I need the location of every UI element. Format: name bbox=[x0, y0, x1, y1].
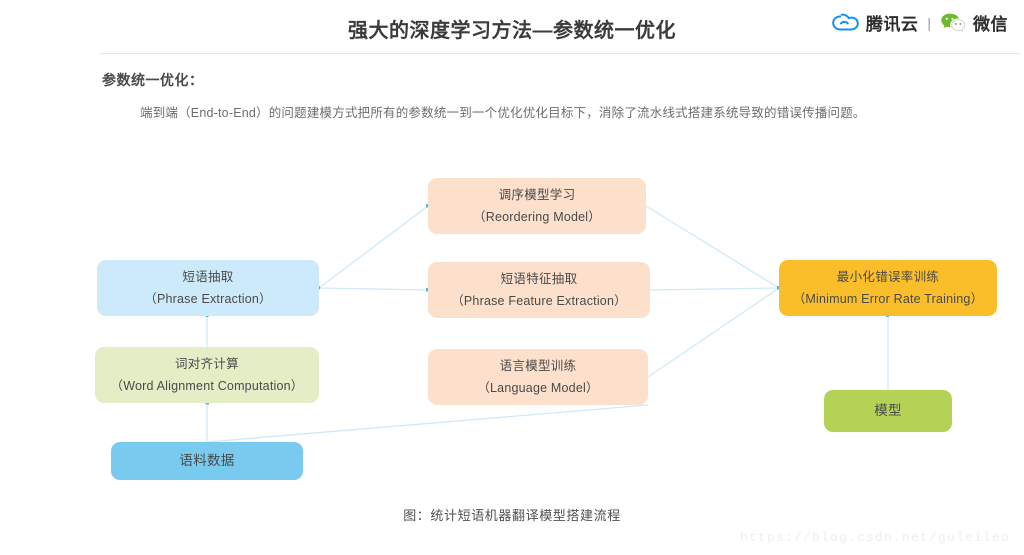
section-title: 参数统一优化： bbox=[102, 72, 204, 88]
node-label-en: （Reordering Model） bbox=[473, 210, 601, 224]
node-corpus-data[interactable]: 语料数据 bbox=[111, 442, 303, 480]
page-title: 强大的深度学习方法—参数统一优化 bbox=[348, 20, 676, 42]
header-divider bbox=[100, 53, 1020, 54]
node-label-cn: 模型 bbox=[874, 403, 902, 419]
node-reordering-model[interactable]: 调序模型学习 （Reordering Model） bbox=[428, 178, 646, 234]
tencent-cloud-icon bbox=[832, 13, 859, 33]
node-label-cn: 短语抽取 bbox=[182, 269, 234, 284]
watermark: https://blog.csdn.net/guleileo bbox=[739, 530, 1010, 545]
node-model[interactable]: 模型 bbox=[824, 390, 952, 432]
node-label-en: （Phrase Extraction） bbox=[144, 292, 272, 306]
section-paragraph: 端到端（End-to-End）的问题建模方式把所有的参数统一到一个优化优化目标下… bbox=[140, 106, 866, 120]
brand-separator: | bbox=[927, 14, 931, 31]
node-word-alignment-computation[interactable]: 词对齐计算 （Word Alignment Computation） bbox=[95, 347, 319, 403]
node-phrase-extraction[interactable]: 短语抽取 （Phrase Extraction） bbox=[97, 260, 319, 316]
node-label-en: （Word Alignment Computation） bbox=[110, 379, 304, 393]
node-label-en: （Phrase Feature Extraction） bbox=[451, 294, 627, 308]
brand-lockup: 腾讯云 | 微信 bbox=[832, 10, 1008, 35]
page-header: 强大的深度学习方法—参数统一优化 腾讯云 | 微 bbox=[0, 0, 1024, 48]
figure-caption: 图：统计短语机器翻译模型搭建流程 bbox=[403, 508, 621, 523]
node-language-model[interactable]: 语言模型训练 （Language Model） bbox=[428, 349, 648, 405]
node-label-en: （Language Model） bbox=[477, 381, 599, 395]
wechat-label: 微信 bbox=[973, 15, 1008, 34]
node-label-cn: 词对齐计算 bbox=[174, 356, 239, 371]
node-label-cn: 最小化错误率训练 bbox=[836, 269, 940, 284]
node-label-cn: 短语特征抽取 bbox=[500, 271, 578, 286]
node-minimum-error-rate-training[interactable]: 最小化错误率训练 （Minimum Error Rate Training） bbox=[779, 260, 997, 316]
node-label-cn: 调序模型学习 bbox=[498, 187, 576, 202]
flowchart: 调序模型学习 （Reordering Model） 短语抽取 （Phrase E… bbox=[0, 150, 1024, 510]
wechat-icon bbox=[940, 12, 966, 33]
tencent-cloud-label: 腾讯云 bbox=[865, 15, 919, 34]
node-phrase-feature-extraction[interactable]: 短语特征抽取 （Phrase Feature Extraction） bbox=[428, 262, 650, 318]
node-label-en: （Minimum Error Rate Training） bbox=[792, 292, 984, 306]
node-label-cn: 语言模型训练 bbox=[499, 358, 577, 373]
node-label-cn: 语料数据 bbox=[179, 453, 235, 469]
